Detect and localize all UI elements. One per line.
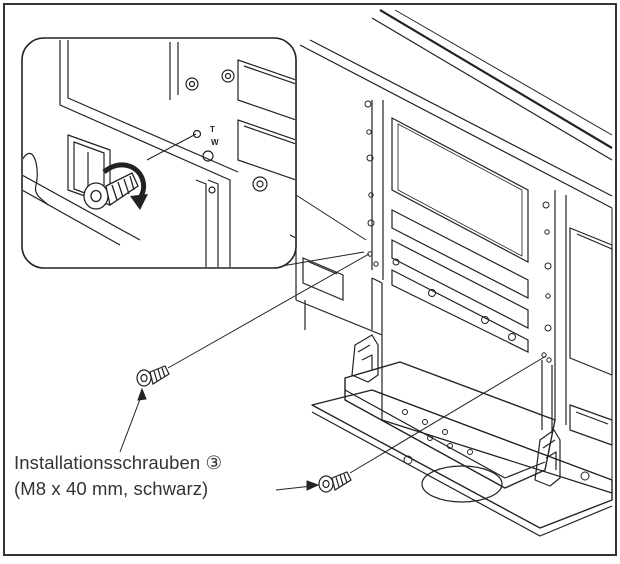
screw-upper [136,365,170,387]
back-openings [302,117,529,353]
tv-panel [295,9,613,495]
marker-t-label: T [210,125,215,134]
callout-line-2: (M8 x 40 mm, schwarz) [14,478,209,499]
callout-line-1: Installationsschrauben ③ [14,452,223,473]
screw-lower [318,471,352,493]
rotation-arrow-icon [102,162,148,210]
stand-holes [402,409,590,481]
inset-screw [83,172,139,210]
callout-leaders [119,387,320,491]
screw-paths [167,253,547,474]
magnifier-inset [21,37,297,269]
stand [311,277,613,537]
back-screw-holes [364,100,552,363]
hole-markers: T W [210,125,219,147]
marker-w-label: W [211,138,219,147]
